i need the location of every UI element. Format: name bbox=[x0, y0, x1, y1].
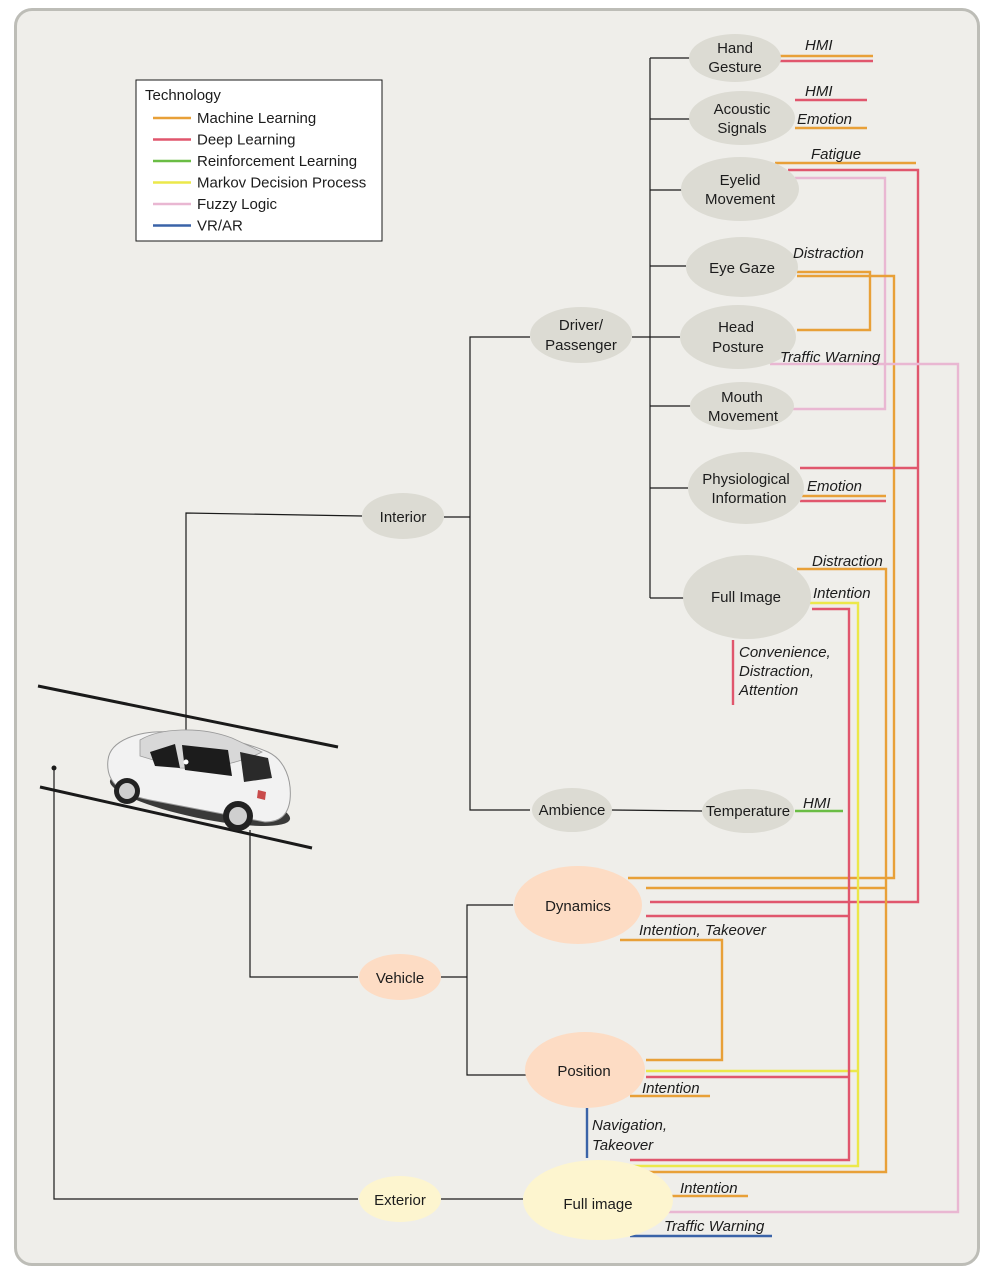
node-temperature: Temperature bbox=[702, 789, 794, 833]
node-acoustic-signals-line1: Acoustic bbox=[714, 101, 771, 118]
label-emotion-acoustic: Emotion bbox=[797, 111, 852, 128]
legend-title: Technology bbox=[145, 87, 221, 104]
label-navigation-line1: Navigation, bbox=[592, 1117, 667, 1134]
node-mouth-movement: Mouth Movement bbox=[690, 382, 794, 430]
legend-item-vr-ar: VR/AR bbox=[197, 218, 243, 235]
node-full-image-exterior-label: Full image bbox=[563, 1196, 632, 1213]
label-intention-position: Intention bbox=[642, 1080, 700, 1097]
node-position-label: Position bbox=[557, 1063, 610, 1080]
node-interior: Interior bbox=[362, 493, 444, 539]
node-driver-passenger-line2: Passenger bbox=[545, 337, 617, 354]
label-fatigue: Fatigue bbox=[811, 146, 861, 163]
node-full-image-exterior: Full image bbox=[523, 1160, 673, 1240]
label-distraction-gaze: Distraction bbox=[793, 245, 864, 262]
node-vehicle: Vehicle bbox=[359, 954, 441, 1000]
node-driver-passenger: Driver/ Passenger bbox=[530, 307, 632, 363]
node-temperature-label: Temperature bbox=[706, 803, 790, 820]
node-acoustic-signals-line2: Signals bbox=[717, 120, 766, 137]
node-physiological-information-line2: Information bbox=[711, 490, 786, 507]
node-full-image-interior: Full Image bbox=[683, 555, 811, 639]
car-illustration bbox=[107, 729, 291, 831]
node-ambience-label: Ambience bbox=[539, 802, 606, 819]
legend-item-reinforcement-learning: Reinforcement Learning bbox=[197, 153, 357, 170]
node-head-posture-line1: Head bbox=[718, 319, 754, 336]
node-exterior: Exterior bbox=[359, 1176, 441, 1222]
node-driver-passenger-line1: Driver/ bbox=[559, 317, 604, 334]
nodes: Interior Driver/ Passenger Ambience Temp… bbox=[359, 34, 811, 1240]
label-intention-exterior: Intention bbox=[680, 1180, 738, 1197]
node-eye-gaze: Eye Gaze bbox=[686, 237, 798, 297]
label-convenience-line3: Attention bbox=[738, 682, 798, 699]
label-convenience-line1: Convenience, bbox=[739, 644, 831, 661]
node-acoustic-signals: Acoustic Signals bbox=[689, 91, 795, 145]
legend-item-fuzzy-logic: Fuzzy Logic bbox=[197, 196, 278, 213]
node-hand-gesture-line2: Gesture bbox=[708, 59, 761, 76]
legend-item-machine-learning: Machine Learning bbox=[197, 110, 316, 127]
node-physiological-information-line1: Physiological bbox=[702, 471, 790, 488]
node-mouth-movement-line2: Movement bbox=[708, 408, 779, 425]
label-distraction-full: Distraction bbox=[812, 553, 883, 570]
label-traffic-warning-head: Traffic Warning bbox=[780, 349, 881, 366]
node-interior-label: Interior bbox=[380, 509, 427, 526]
node-eyelid-movement-line1: Eyelid bbox=[720, 172, 761, 189]
node-dynamics-label: Dynamics bbox=[545, 898, 611, 915]
node-ambience: Ambience bbox=[532, 788, 612, 832]
node-eyelid-movement: Eyelid Movement bbox=[681, 157, 799, 221]
node-head-posture: Head Posture bbox=[680, 305, 796, 369]
tree-connectors bbox=[53, 57, 703, 1200]
node-full-image-interior-label: Full Image bbox=[711, 589, 781, 606]
label-traffic-warning-exterior: Traffic Warning bbox=[664, 1218, 765, 1235]
node-position: Position bbox=[525, 1032, 645, 1108]
node-vehicle-label: Vehicle bbox=[376, 970, 424, 987]
node-physiological-information: Physiological Information bbox=[688, 452, 804, 524]
node-hand-gesture: Hand Gesture bbox=[689, 34, 781, 82]
legend-item-markov-decision-process: Markov Decision Process bbox=[197, 175, 366, 192]
node-eyelid-movement-line2: Movement bbox=[705, 191, 776, 208]
label-emotion-physio: Emotion bbox=[807, 478, 862, 495]
node-exterior-label: Exterior bbox=[374, 1192, 426, 1209]
label-navigation-line2: Takeover bbox=[592, 1137, 654, 1154]
label-intention-full: Intention bbox=[813, 585, 871, 602]
label-hmi-hand: HMI bbox=[805, 37, 833, 54]
node-dynamics: Dynamics bbox=[514, 866, 642, 944]
node-interior-shape bbox=[362, 493, 444, 539]
label-hmi-acoustic: HMI bbox=[805, 83, 833, 100]
node-mouth-movement-line1: Mouth bbox=[721, 389, 763, 406]
label-convenience-line2: Distraction, bbox=[739, 663, 814, 680]
road-lines bbox=[37, 684, 339, 850]
technology-links bbox=[585, 54, 960, 1238]
label-hmi-temperature: HMI bbox=[803, 795, 831, 812]
link-labels: HMI HMI Emotion Fatigue Distraction Traf… bbox=[592, 37, 883, 1235]
legend-item-deep-learning: Deep Learning bbox=[197, 132, 295, 149]
label-intention-takeover: Intention, Takeover bbox=[639, 922, 767, 939]
node-eye-gaze-label: Eye Gaze bbox=[709, 260, 775, 277]
node-hand-gesture-line1: Hand bbox=[717, 40, 753, 57]
node-head-posture-line2: Posture bbox=[712, 339, 764, 356]
